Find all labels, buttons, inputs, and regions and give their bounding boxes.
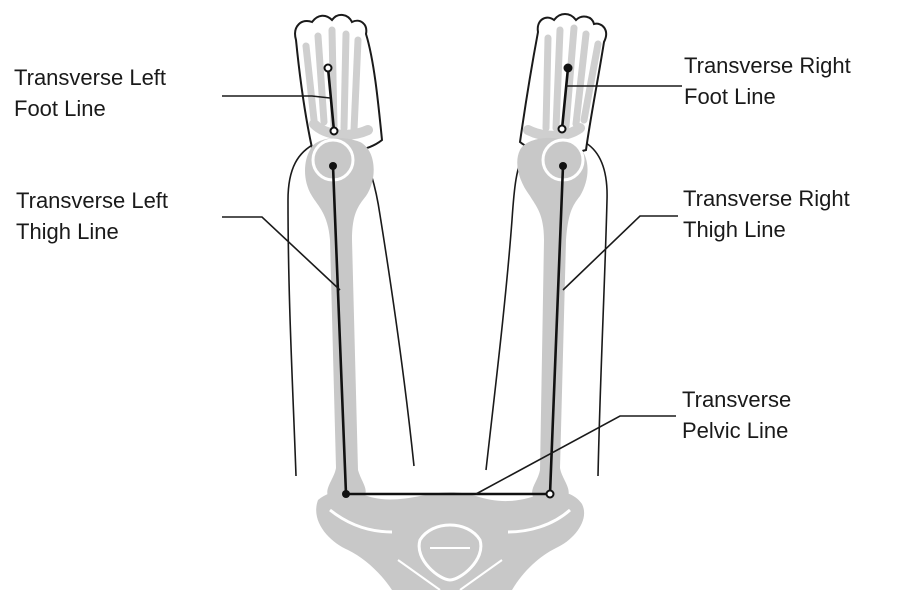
leader-right-thigh	[563, 216, 678, 290]
left-leg-outline-inner	[360, 150, 414, 466]
left-hip-point	[329, 162, 337, 170]
label-transverse-left-foot-line: Transverse Left Foot Line	[14, 62, 166, 124]
leader-pelvic	[476, 416, 676, 494]
label-line-1: Transverse	[682, 384, 791, 415]
label-transverse-right-thigh-line: Transverse Right Thigh Line	[683, 183, 850, 245]
right-pelvic-point	[547, 491, 554, 498]
label-line-2: Foot Line	[14, 93, 166, 124]
right-hip-point	[559, 162, 567, 170]
label-transverse-left-thigh-line: Transverse Left Thigh Line	[16, 185, 168, 247]
label-line-2: Thigh Line	[16, 216, 168, 247]
right-foot-top-point	[565, 65, 572, 72]
right-foot-bottom-point	[559, 126, 566, 133]
left-foot-top-point	[325, 65, 332, 72]
left-pelvic-point	[342, 490, 350, 498]
label-line-2: Thigh Line	[683, 214, 850, 245]
right-leg-outline-outer	[586, 143, 607, 476]
label-line-1: Transverse Right	[683, 183, 850, 214]
label-line-1: Transverse Right	[684, 50, 851, 81]
label-line-1: Transverse Left	[16, 185, 168, 216]
label-line-2: Pelvic Line	[682, 415, 791, 446]
pelvis	[316, 491, 584, 590]
left-foot	[295, 15, 382, 153]
label-transverse-pelvic-line: Transverse Pelvic Line	[682, 384, 791, 446]
left-foot-bottom-point	[331, 128, 338, 135]
label-line-2: Foot Line	[684, 81, 851, 112]
label-transverse-right-foot-line: Transverse Right Foot Line	[684, 50, 851, 112]
leader-left-thigh	[222, 217, 340, 290]
leader-lines	[222, 86, 682, 494]
right-leg-outline-inner	[486, 150, 526, 470]
label-line-1: Transverse Left	[14, 62, 166, 93]
